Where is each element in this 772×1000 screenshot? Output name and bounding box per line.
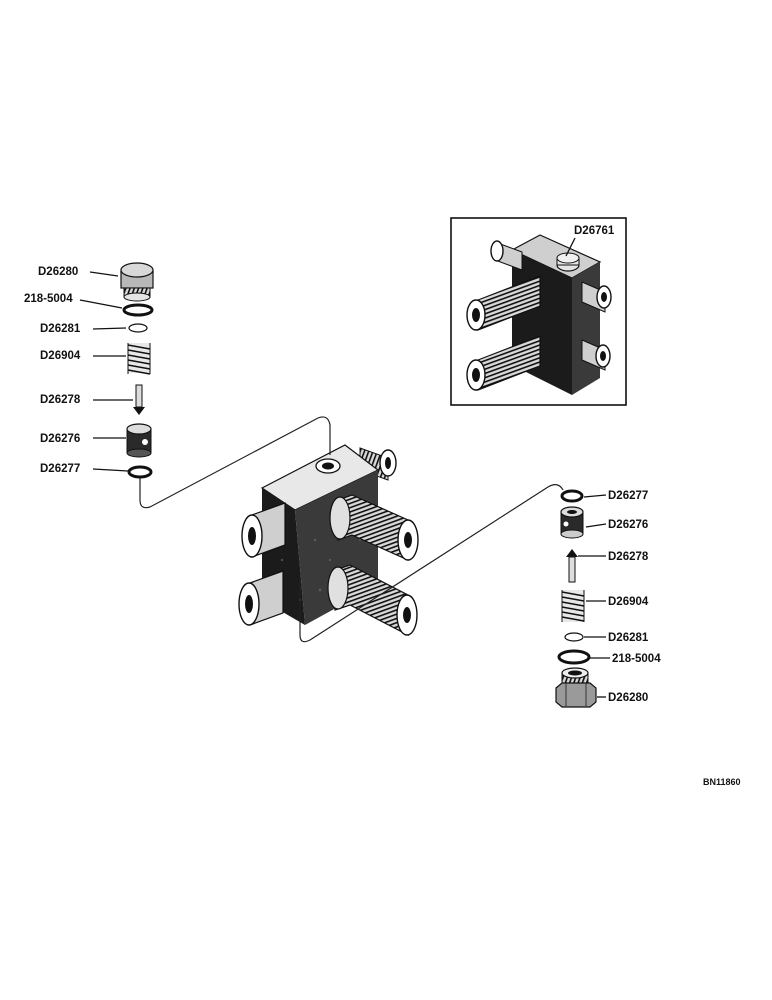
right-label-ring: D26277 — [608, 490, 648, 502]
left-label-spring: D26904 — [40, 350, 81, 362]
left-label-pin: D26278 — [40, 394, 81, 406]
right-assembly-path — [299, 484, 564, 643]
left-o-ring-part-image — [122, 303, 154, 317]
inset-part-label: D26761 — [574, 225, 615, 237]
inset-valve-block-image — [466, 234, 612, 395]
left-washer-part-image — [128, 323, 148, 333]
right-plug-part-image — [555, 667, 597, 708]
right-washer-part-image — [564, 632, 584, 642]
left-spring-part-image — [127, 343, 151, 375]
left-labels: D26280 218-5004 D26281 D26904 D26278 D26… — [24, 266, 133, 475]
inset-box: D26761 — [450, 217, 627, 406]
right-pin-part-image — [566, 549, 578, 583]
left-assembly-path — [139, 416, 331, 509]
right-seat-part-image — [560, 506, 584, 539]
right-spring-part-image — [561, 590, 585, 622]
left-ring-part-image — [127, 465, 153, 479]
left-parts-stack — [120, 262, 154, 479]
left-label-washer: D26281 — [40, 323, 81, 335]
left-plug-part-image — [120, 262, 154, 302]
right-label-spring: D26904 — [608, 596, 649, 608]
left-label-o-ring: 218-5004 — [24, 293, 73, 305]
right-label-seat: D26276 — [608, 519, 648, 531]
figure-code: BN11860 — [703, 777, 741, 787]
right-label-o-ring: 218-5004 — [612, 653, 661, 665]
main-valve-block-image — [238, 444, 419, 636]
left-label-ring: D26277 — [40, 463, 80, 475]
right-label-pin: D26278 — [608, 551, 649, 563]
right-label-washer: D26281 — [608, 632, 649, 644]
left-seat-part-image — [126, 423, 152, 458]
inset-leader — [565, 237, 576, 257]
left-pin-part-image — [133, 384, 145, 415]
right-labels: D26277 D26276 D26278 D26904 D26281 218-5… — [578, 490, 661, 704]
left-label-seat: D26276 — [40, 433, 80, 445]
right-label-plug: D26280 — [608, 692, 648, 704]
left-label-plug: D26280 — [38, 266, 78, 278]
right-ring-part-image — [560, 489, 584, 503]
right-parts-stack — [555, 489, 597, 708]
right-o-ring-part-image — [557, 649, 591, 665]
